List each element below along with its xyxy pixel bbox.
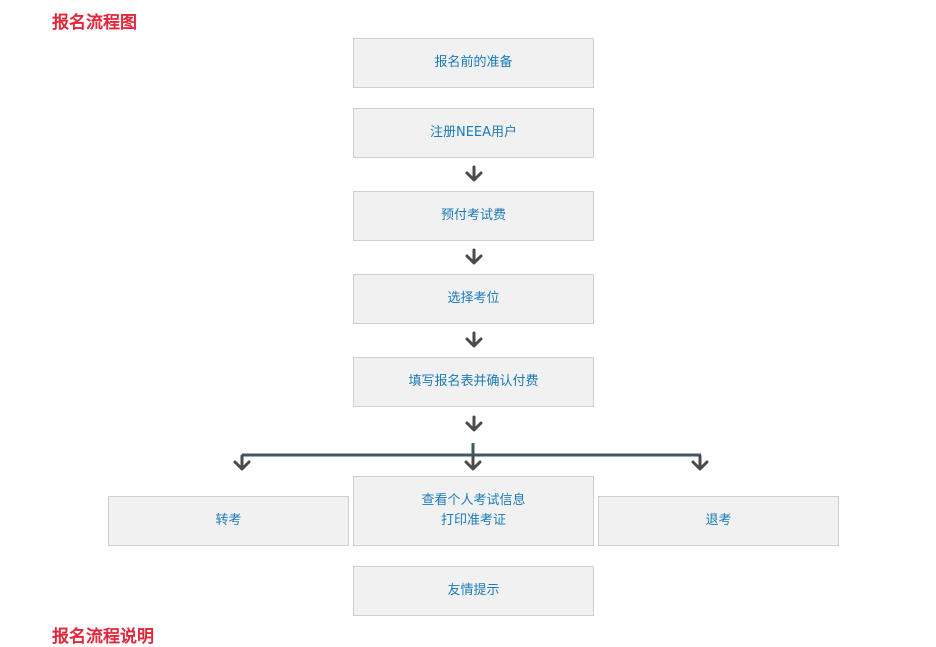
node-view-info[interactable]: 查看个人考试信息 打印准考证	[353, 476, 594, 546]
node-refund-label: 退考	[705, 513, 732, 528]
arrow-to-refund-icon	[691, 454, 709, 471]
node-register[interactable]: 注册NEEA用户	[353, 108, 594, 158]
node-fill-form[interactable]: 填写报名表并确认付费	[353, 357, 594, 407]
section-title-process: 报名流程图	[52, 13, 137, 33]
node-prepare-label: 报名前的准备	[434, 55, 513, 70]
section-title-notes: 报名流程说明	[52, 627, 154, 647]
arrow-choose-to-fill-icon	[465, 331, 483, 348]
node-register-label: 注册NEEA用户	[429, 125, 518, 140]
node-prepay[interactable]: 预付考试费	[353, 191, 594, 241]
arrow-register-to-prepay-icon	[465, 165, 483, 182]
arrow-to-view-info-icon	[464, 454, 482, 471]
node-prepay-label: 预付考试费	[440, 208, 506, 223]
node-prepare[interactable]: 报名前的准备	[353, 38, 594, 88]
node-transfer[interactable]: 转考	[108, 496, 349, 546]
node-view-info-text: 查看个人考试信息 打印准考证	[421, 491, 525, 531]
flow-connectors	[233, 165, 709, 471]
node-view-info-line2: 打印准考证	[440, 513, 506, 528]
node-fill-form-label: 填写报名表并确认付费	[408, 374, 539, 389]
node-view-info-line1: 查看个人考试信息	[421, 493, 526, 508]
node-choose-site-label: 选择考位	[447, 291, 500, 306]
node-transfer-label: 转考	[215, 513, 242, 528]
arrow-to-transfer-icon	[233, 454, 251, 471]
node-refund[interactable]: 退考	[598, 496, 839, 546]
arrow-fill-down-icon	[465, 415, 483, 432]
arrow-prepay-to-choose-icon	[465, 248, 483, 265]
node-tips[interactable]: 友情提示	[353, 566, 594, 616]
node-choose-site[interactable]: 选择考位	[353, 274, 594, 324]
node-tips-label: 友情提示	[447, 583, 500, 598]
